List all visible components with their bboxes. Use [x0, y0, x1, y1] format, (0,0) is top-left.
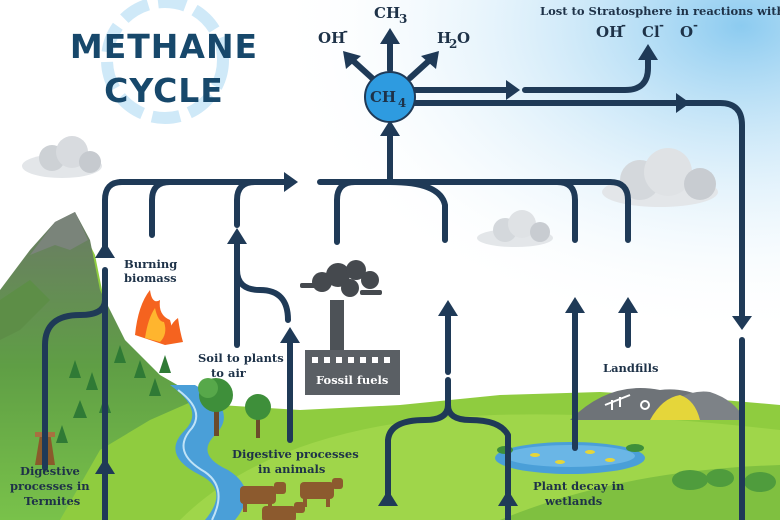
ion-hydroxyl-charge: -	[621, 18, 626, 32]
ion-oxygen-charge: -	[693, 18, 698, 32]
arrowhead	[732, 316, 752, 330]
wetlands-label-1: Plant decay in	[533, 479, 625, 493]
ch4-label: CH	[370, 88, 396, 106]
methyl-label: CH	[374, 4, 400, 22]
arrowhead	[95, 458, 115, 474]
landfill	[570, 388, 745, 420]
burning-label-2: biomass	[124, 271, 177, 285]
arrowhead	[284, 172, 298, 192]
arrowhead	[506, 80, 520, 100]
termites-label-3: Termites	[24, 494, 80, 508]
hydroxyl-charge: -	[343, 24, 348, 38]
arrowhead	[676, 93, 690, 113]
soil-label-2: to air	[211, 366, 247, 380]
arrowhead	[638, 44, 658, 60]
arrowhead	[343, 51, 361, 69]
title-line-1: METHANE	[70, 27, 258, 66]
termites-label-2: processes in	[10, 479, 90, 493]
arrowhead	[227, 228, 247, 244]
arrowhead	[380, 120, 400, 136]
arrowhead	[421, 51, 439, 69]
arrowhead	[498, 490, 518, 506]
ion-hydroxyl: OH	[596, 23, 623, 41]
burning-label-1: Burning	[124, 257, 177, 271]
arrowhead	[378, 490, 398, 506]
source-labels: Burning biomass Soil to plants to air Fo…	[10, 257, 659, 508]
bushes	[672, 469, 776, 492]
stratosphere-heading: Lost to Stratosphere in reactions with	[540, 4, 780, 18]
methyl-subscript: 3	[399, 12, 407, 26]
wetlands-label-2: wetlands	[544, 494, 602, 508]
soil-trees	[198, 378, 271, 438]
water-label: H	[437, 29, 451, 47]
termites-label-1: Digestive	[20, 464, 80, 478]
cows	[240, 478, 343, 520]
arrowhead	[380, 28, 400, 44]
title-halo	[101, 0, 229, 124]
arrowheads	[95, 28, 752, 506]
landfills-label: Landfills	[603, 361, 659, 375]
ion-chlorine-charge: -	[659, 18, 664, 32]
arrowhead	[565, 297, 585, 313]
flow-arrows	[42, 35, 745, 520]
hydroxyl-label: OH	[318, 29, 345, 47]
fossil-fuel-factory	[300, 260, 400, 395]
arrowhead	[438, 300, 458, 316]
arrowhead	[95, 242, 115, 258]
animals-label-2: in animals	[258, 462, 325, 476]
title-line-2: CYCLE	[104, 71, 224, 110]
cloud-middle	[477, 210, 553, 247]
cloud-left	[22, 136, 102, 178]
fossil-label: Fossil fuels	[316, 373, 388, 387]
ch4-subscript: 4	[398, 96, 406, 110]
ch4-node: CH 4	[364, 71, 416, 123]
soil-label-1: Soil to plants	[198, 351, 284, 365]
ion-oxygen: O	[680, 23, 693, 41]
wetland-pond	[495, 442, 645, 474]
animals-label-1: Digestive processes	[232, 447, 359, 461]
stratosphere-labels: Lost to Stratosphere in reactions with O…	[540, 4, 780, 41]
water-subscript: 2	[449, 37, 457, 51]
water-tail: O	[457, 29, 470, 47]
arrowhead	[618, 297, 638, 313]
reaction-products: OH - CH 3 H 2 O	[318, 4, 470, 51]
ion-chlorine: Cl	[642, 23, 660, 41]
arrowhead	[280, 327, 300, 343]
diagram-title: METHANE CYCLE	[70, 27, 258, 110]
cloud-right	[602, 148, 718, 207]
burning-biomass-fire	[135, 290, 183, 345]
